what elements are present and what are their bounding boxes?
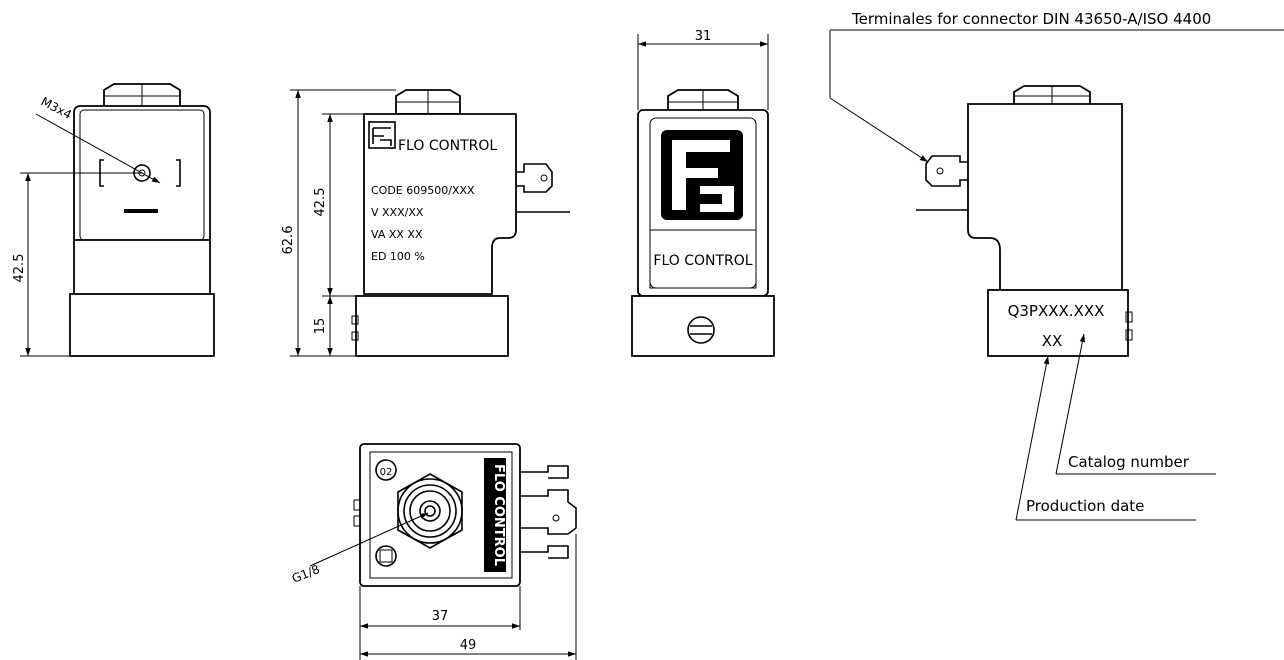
view-bottom: 02 FLO CONTROL G1/8 37 49	[290, 443, 577, 660]
dim-top-width: 31	[695, 29, 712, 44]
dim-bottom-inner: 37	[432, 609, 449, 624]
side-duty: ED 100 %	[371, 250, 425, 263]
view-side: FLO CONTROL CODE 609500/XXX V XXX/XX VA …	[281, 89, 570, 357]
g18-label: G1/8	[290, 562, 322, 586]
side-code: CODE 609500/XXX	[371, 184, 475, 197]
dim-coil-height: 42.5	[313, 188, 328, 217]
front-brand: FLO CONTROL	[653, 253, 752, 269]
view-right: Q3PXXX.XXX XX Terminales for connector D…	[829, 10, 1284, 521]
dim-base-height: 15	[313, 318, 328, 335]
base-date: XX	[1042, 332, 1063, 350]
view-left-end: M3x4 42.5	[12, 83, 215, 357]
side-brand: FLO CONTROL	[398, 138, 497, 154]
base-catalog: Q3PXXX.XXX	[1008, 302, 1105, 320]
side-voltage: V XXX/XX	[371, 206, 424, 219]
dim-total-height: 62.6	[281, 226, 296, 255]
dim-bottom-outer: 49	[460, 638, 477, 653]
bottom-marking: 02	[380, 467, 393, 478]
dim-left-height: 42.5	[12, 254, 27, 283]
catalog-number-label: Catalog number	[1068, 453, 1190, 471]
production-date-label: Production date	[1026, 497, 1144, 515]
bottom-brand: FLO CONTROL	[491, 464, 506, 566]
view-front: FLO CONTROL 31	[631, 29, 775, 357]
side-power: VA XX XX	[371, 228, 423, 241]
terminals-label: Terminales for connector DIN 43650-A/ISO…	[851, 10, 1211, 28]
